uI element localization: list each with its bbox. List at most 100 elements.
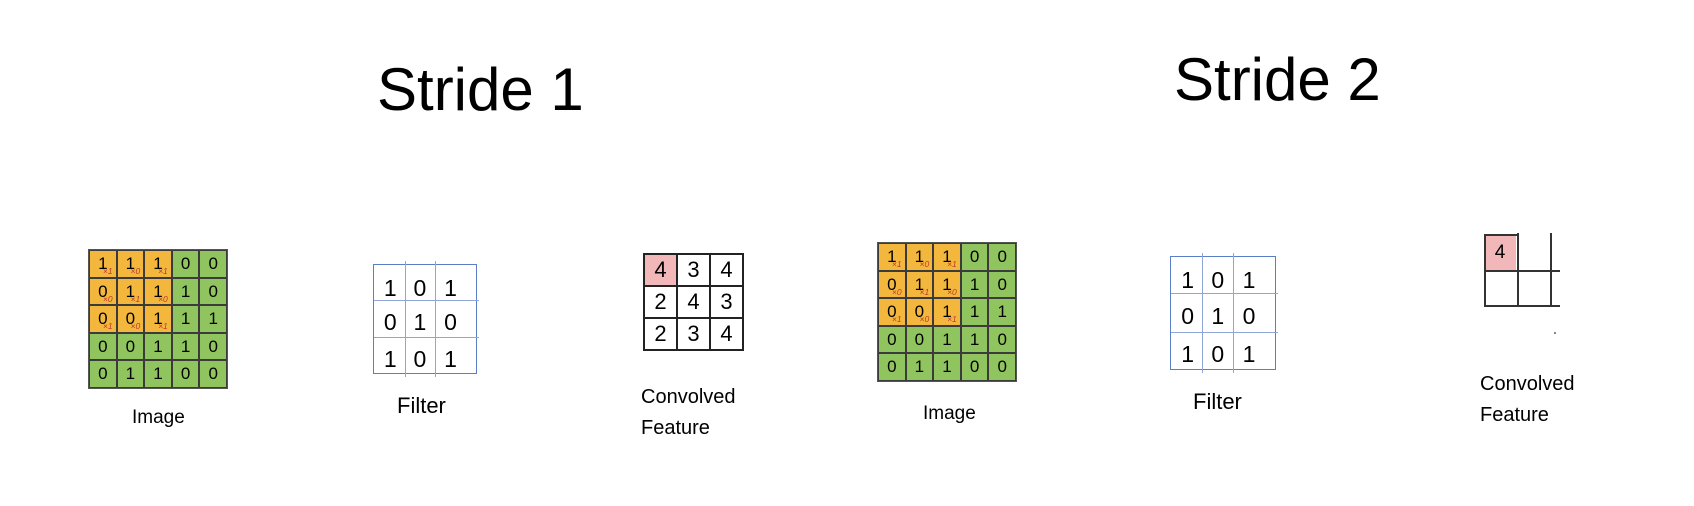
- filter-grid-line: [374, 337, 479, 339]
- image-cell: 0: [988, 270, 1016, 299]
- kernel-weight: ×0: [891, 286, 902, 297]
- image-cell-value: 1: [153, 336, 163, 356]
- image-cell: 1×1: [878, 243, 906, 271]
- image-cell: 0: [199, 332, 227, 361]
- image-cell-value: 0: [98, 309, 108, 329]
- image-cell: 0: [960, 243, 989, 271]
- image-cell: 1: [116, 360, 145, 388]
- filter-grid-line: [435, 261, 437, 377]
- filter-cell-value: 0: [1211, 267, 1225, 294]
- image-cell-value: 0: [887, 357, 897, 377]
- image-cell-value: 0: [887, 302, 897, 322]
- image-cell-value: 1: [914, 274, 925, 294]
- image-cell: 1: [960, 298, 989, 326]
- image-cell-value: 0: [969, 357, 980, 377]
- image-cell: 0: [171, 360, 200, 388]
- grid-line: [1484, 270, 1560, 272]
- image-cell: 0: [988, 353, 1016, 381]
- image-cell-value: 1: [208, 309, 218, 329]
- filter-cell-value: 1: [1181, 267, 1195, 294]
- image-cell-value: 0: [180, 254, 191, 273]
- kernel-weight: ×0: [947, 286, 957, 297]
- image-cell-value: 0: [208, 364, 218, 384]
- image-cell: 1×0: [144, 277, 172, 306]
- filter-cell-value: 1: [383, 274, 397, 301]
- image-cell: 0×0: [89, 277, 117, 306]
- filter-cell-value: 1: [413, 309, 427, 336]
- image-cell-value: 1: [942, 329, 952, 349]
- kernel-weight: ×0: [158, 293, 168, 304]
- kernel-weight: ×1: [158, 321, 168, 332]
- image-cell-value: 1: [180, 336, 191, 356]
- image-cell-value: 0: [98, 336, 108, 356]
- image-cell: 0: [89, 332, 117, 361]
- image-cell-value: 0: [887, 329, 897, 349]
- grid-line: [1484, 234, 1518, 236]
- filter-cell-value: 0: [1181, 303, 1195, 330]
- image-cell-value: 1: [153, 364, 163, 384]
- image-cell: 0×1: [89, 305, 117, 333]
- image-cell: 0: [199, 250, 227, 278]
- kernel-weight: ×1: [891, 259, 902, 270]
- feature-label-line2: Feature: [641, 417, 710, 439]
- image-cell-value: 1: [98, 254, 108, 273]
- image-cell-value: 1: [942, 302, 952, 322]
- image-cell: 1×1: [144, 305, 172, 333]
- image-cell-value: 0: [98, 364, 108, 384]
- filter-cell-value: 0: [444, 309, 457, 336]
- filter-cell-value: 1: [444, 274, 457, 301]
- image-cell: 1: [933, 325, 961, 354]
- filter-cell-value: 0: [1242, 303, 1256, 330]
- image-cell: 0: [116, 332, 145, 361]
- image-cell: 0: [878, 353, 906, 381]
- image-cell: 1×1: [933, 243, 961, 271]
- feature-cell: 3: [710, 286, 743, 318]
- filter-label-stride-1: Filter: [397, 393, 446, 418]
- feature-cell: 4: [710, 318, 743, 350]
- feature-label-line1: Convolved: [641, 386, 736, 408]
- grid-line: [1517, 233, 1519, 306]
- image-cell: 1×0: [905, 243, 934, 271]
- filter-cell-value: 0: [1211, 341, 1225, 368]
- image-cell-value: 0: [208, 254, 218, 273]
- image-cell: 1: [960, 270, 989, 299]
- filter-cell-value: 1: [1211, 303, 1225, 330]
- kernel-weight: ×1: [947, 314, 957, 325]
- feature-cell: 3: [677, 254, 710, 286]
- image-cell-value: 0: [997, 329, 1007, 349]
- filter-label-stride-2: Filter: [1193, 389, 1242, 414]
- image-cell-value: 1: [153, 281, 163, 301]
- title-stride-2: Stride 2: [1174, 46, 1381, 113]
- image-cell: 0: [199, 360, 227, 388]
- image-cell: 1×0: [933, 270, 961, 299]
- filter-cell-value: 0: [383, 309, 397, 336]
- image-cell-value: 0: [125, 336, 136, 356]
- feature-label-line2: Feature: [1480, 404, 1549, 426]
- filter-cell-value: 0: [413, 274, 427, 301]
- image-cell: 0: [988, 243, 1016, 271]
- feature-cell: 2: [644, 286, 677, 318]
- feature-cell: 4: [677, 286, 710, 318]
- filter-grid-line: [404, 261, 406, 377]
- filter-grid-line: [1171, 332, 1278, 334]
- kernel-weight: ×1: [102, 266, 113, 277]
- image-cell: 0: [905, 325, 934, 354]
- filter-cell-value: 1: [383, 346, 397, 373]
- image-cell: 1: [199, 305, 227, 333]
- title-stride-1: Stride 1: [377, 56, 584, 123]
- image-cell-value: 1: [997, 302, 1007, 322]
- feature-cell-highlight: [1484, 235, 1516, 271]
- image-cell-value: 0: [208, 336, 218, 356]
- image-cell-value: 0: [969, 247, 980, 266]
- convolved-feature-grid-stride-2: 4: [1480, 233, 1560, 334]
- image-cell: 1: [988, 298, 1016, 326]
- image-cell-value: 0: [887, 274, 897, 294]
- image-cell: 1: [171, 277, 200, 306]
- image-cell: 0×0: [905, 298, 934, 326]
- image-cell-value: 0: [997, 247, 1007, 266]
- image-cell: 0: [199, 277, 227, 306]
